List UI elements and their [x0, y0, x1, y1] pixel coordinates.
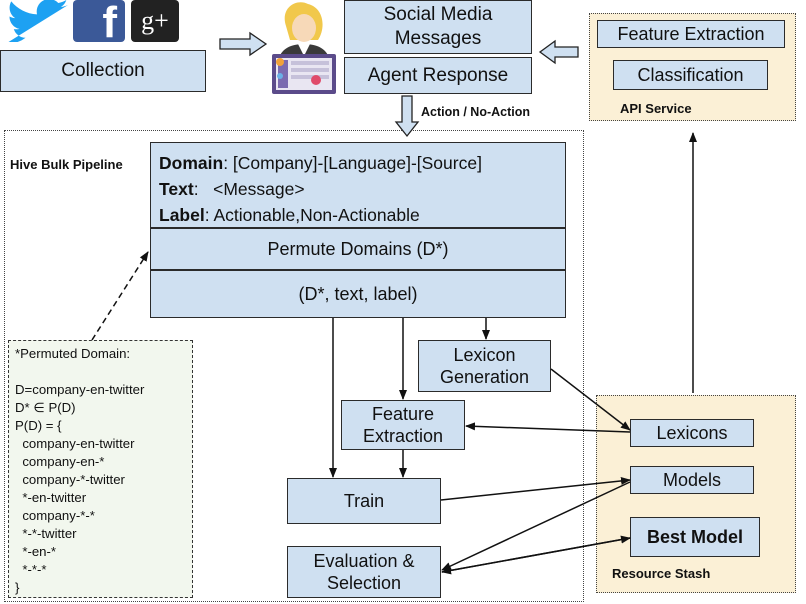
domain-text-label-box: Domain: [Company]-[Language]-[Source] Te…: [150, 142, 566, 228]
lexicons-box: Lexicons: [630, 419, 754, 447]
label-line: Label: Actionable,Non-Actionable: [159, 205, 420, 225]
permute-domains-box: Permute Domains (D*): [150, 228, 566, 270]
hive-bulk-pipeline-region: [4, 130, 584, 602]
api-to-agent-arrow: [538, 39, 579, 65]
hive-bulk-pipeline-title: Hive Bulk Pipeline: [10, 157, 123, 172]
twitter-bird-icon: [8, 0, 68, 42]
lexicon-generation-box: Lexicon Generation: [418, 340, 551, 392]
agent-person-icon: [272, 2, 336, 94]
facebook-icon: f: [73, 0, 125, 42]
resource-stash-title: Resource Stash: [612, 566, 711, 581]
collection-to-agent-arrow: [219, 31, 268, 57]
agent-response-box: Agent Response: [344, 57, 532, 94]
collection-box: Collection: [0, 50, 206, 92]
action-no-action-label: Action / No-Action: [421, 105, 531, 119]
evaluation-selection-box: Evaluation & Selection: [287, 546, 441, 598]
google-plus-icon: g+: [131, 0, 179, 42]
tuple-box: (D*, text, label): [150, 270, 566, 318]
permuted-domain-note: *Permuted Domain: D=company-en-twitter D…: [8, 340, 193, 598]
domain-line: Domain: [Company]-[Language]-[Source]: [159, 153, 482, 173]
agent-to-pipeline-arrow: [394, 95, 420, 138]
social-media-messages-box: Social Media Messages: [344, 0, 532, 54]
api-service-title: API Service: [620, 101, 692, 116]
train-box: Train: [287, 478, 441, 524]
text-line: Text: <Message>: [159, 179, 305, 199]
api-feature-extraction-box: Feature Extraction: [597, 20, 785, 48]
api-classification-box: Classification: [613, 60, 768, 90]
best-model-box: Best Model: [630, 517, 760, 557]
models-box: Models: [630, 466, 754, 494]
pipeline-feature-extraction-box: Feature Extraction: [341, 400, 465, 450]
